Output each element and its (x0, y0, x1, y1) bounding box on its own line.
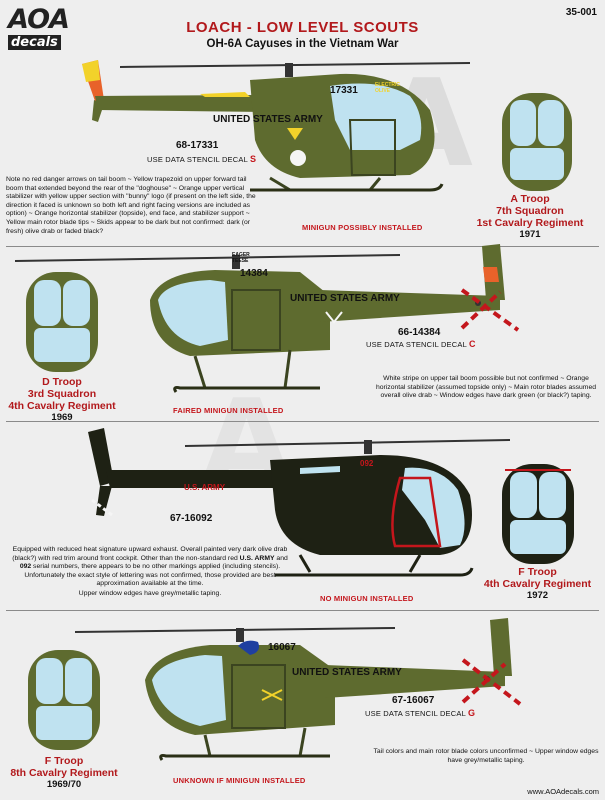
marking-note-3: Equipped with reduced heat signature upw… (6, 546, 294, 589)
section-divider (6, 610, 599, 611)
page-title: LOACH - LOW LEVEL SCOUTS (186, 19, 419, 36)
tail-number-2: 14384 (240, 268, 268, 279)
stencil-letter: G (467, 708, 476, 718)
weapon-label-2: FAIRED MINIGUN INSTALLED (173, 406, 284, 415)
nose-art-2: EAGER TEESE (232, 252, 250, 264)
unit-line: 4th Cavalry Regiment (483, 578, 592, 590)
tail-number-4: 16067 (268, 642, 296, 653)
weapon-label-1: MINIGUN POSSIBLY INSTALLED (302, 223, 423, 232)
unit-line: 8th Cavalry Regiment (10, 767, 118, 779)
nose-art-1: ELECTRIC OLIVE (375, 82, 400, 94)
page-subtitle: OH-6A Cayuses in the Vietnam War (206, 38, 399, 50)
tail-number-1: 17331 (330, 85, 358, 96)
unit-block-2: D Troop 3rd Squadron 4th Cavalry Regimen… (0, 376, 124, 424)
stencil-note-2: USE DATA STENCIL DECAL C (366, 339, 476, 349)
aircraft-serial-4: 67-16067 (392, 695, 435, 706)
unit-line: 7th Squadron (496, 205, 564, 217)
stencil-letter: C (468, 339, 476, 349)
note-text: and (274, 554, 288, 562)
stencil-note-1: USE DATA STENCIL DECAL S (147, 154, 256, 164)
section-divider (6, 246, 599, 247)
logo-aoa-text: AOA (8, 4, 70, 35)
marking-note-1: Note no red danger arrows on tail boom ~… (6, 176, 256, 235)
section-divider (6, 421, 599, 422)
unit-line: 1st Cavalry Regiment (476, 217, 584, 229)
stencil-note-4: USE DATA STENCIL DECAL G (365, 708, 475, 718)
weapon-label-4: UNKNOWN IF MINIGUN INSTALLED (173, 776, 306, 785)
fuselage-text-4: UNITED STATES ARMY (292, 667, 402, 678)
unit-block-1: A Troop 7th Squadron 1st Cavalry Regimen… (460, 193, 600, 241)
note-bold: U.S. ARMY (239, 554, 275, 562)
unit-line: 3rd Squadron (27, 388, 97, 400)
stencil-text: USE DATA STENCIL DECAL (365, 709, 466, 718)
logo-decals-text: decals (8, 35, 61, 50)
stencil-text: USE DATA STENCIL DECAL (366, 340, 467, 349)
unit-block-4: F Troop 8th Cavalry Regiment 1969/70 (0, 755, 128, 791)
unit-block-3: F Troop 4th Cavalry Regiment 1972 (470, 566, 605, 602)
note-text: serial numbers, there appears to be no o… (24, 563, 281, 588)
aircraft-serial-2: 66-14384 (398, 327, 441, 338)
weapon-label-3: NO MINIGUN INSTALLED (320, 594, 414, 603)
unit-year: 1969 (51, 412, 73, 423)
aoa-decals-logo: AOA decals (8, 4, 70, 51)
unit-line: F Troop (518, 566, 557, 578)
unit-year: 1971 (519, 229, 541, 240)
fuselage-text-3: U.S. ARMY (184, 483, 226, 492)
marking-note-2: White stripe on upper tail boom possible… (375, 375, 597, 400)
unit-line: F Troop (44, 755, 84, 767)
unit-year: 1972 (526, 590, 549, 601)
unit-line: 4th Cavalry Regiment (8, 400, 116, 412)
product-code: 35-001 (565, 7, 597, 18)
unit-line: D Troop (42, 376, 82, 388)
aircraft-serial-1: 68-17331 (176, 140, 219, 151)
unit-year: 1969/70 (46, 779, 82, 790)
marking-note-4: Tail colors and main rotor blade colors … (373, 748, 599, 764)
tail-number-3: 092 (360, 459, 374, 468)
stencil-text: USE DATA STENCIL DECAL (147, 155, 248, 164)
aircraft-serial-3: 67-16092 (170, 513, 213, 524)
website-url: www.AOAdecals.com (527, 787, 599, 796)
note-text: Equipped with reduced heat signature upw… (12, 546, 288, 562)
stencil-letter: S (249, 154, 257, 164)
fuselage-text-2: UNITED STATES ARMY (290, 293, 400, 304)
unit-line: A Troop (510, 193, 550, 205)
marking-note-3-extra: Upper window edges have grey/metallic ta… (78, 590, 222, 597)
note-bold: 092 (19, 563, 32, 571)
fuselage-text-1: UNITED STATES ARMY (213, 114, 323, 125)
